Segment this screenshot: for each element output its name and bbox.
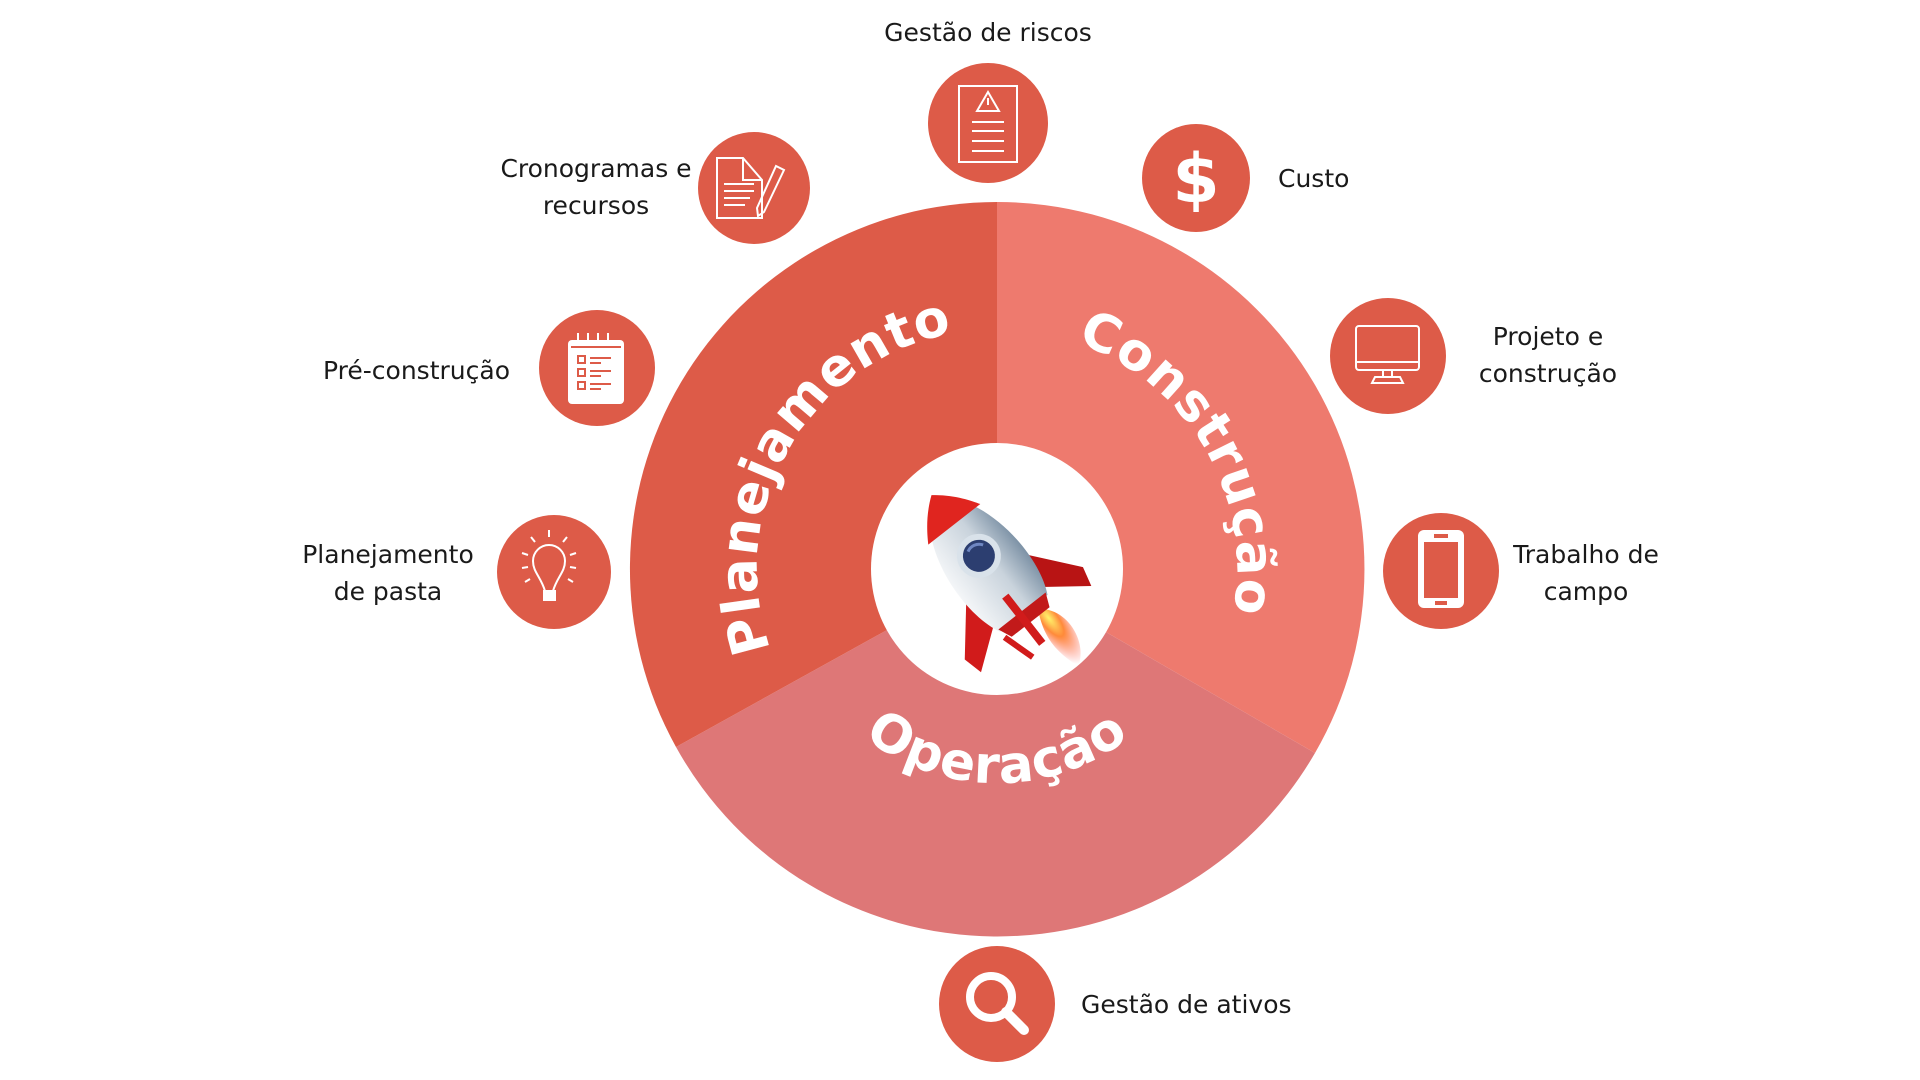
pre-construcao-label: Pré-construção [323, 356, 510, 385]
checklist-icon [568, 333, 624, 404]
risk-document-icon [958, 85, 1018, 163]
trabalho-campo-item[interactable]: Trabalho de campo [1383, 513, 1659, 629]
trabalho-campo-label-line1: Trabalho de [1512, 540, 1659, 569]
planejamento-pasta-label-line2: de pasta [334, 577, 443, 606]
custo-item[interactable]: $ Custo [1142, 124, 1349, 232]
monitor-icon [1355, 325, 1420, 384]
search-icon [966, 972, 1029, 1035]
gestao-ativos-label: Gestão de ativos [1081, 990, 1292, 1019]
gestao-ativos-item[interactable]: Gestão de ativos [939, 946, 1292, 1062]
segment-operacao [676, 569, 1315, 937]
custo-label: Custo [1278, 164, 1349, 193]
cronogramas-item[interactable]: Cronogramas e recursos [500, 132, 810, 244]
document-pencil-icon [716, 157, 786, 219]
trabalho-campo-label-line2: campo [1544, 577, 1629, 606]
smartphone-icon [1418, 530, 1464, 608]
planejamento-pasta-label-line1: Planejamento [302, 540, 474, 569]
planejamento-pasta-item[interactable]: Planejamento de pasta [302, 515, 611, 629]
pre-construcao-item[interactable]: Pré-construção [323, 310, 655, 426]
gestao-riscos-label: Gestão de riscos [884, 18, 1092, 47]
rocket-icon [927, 495, 1092, 673]
projeto-label-line2: construção [1479, 359, 1617, 388]
projeto-item[interactable]: Projeto e construção [1330, 298, 1617, 414]
cronogramas-label-line2: recursos [543, 191, 649, 220]
gestao-riscos-item[interactable]: Gestão de riscos [884, 18, 1092, 183]
projeto-label-line1: Projeto e [1493, 322, 1603, 351]
lightbulb-icon [521, 530, 577, 601]
dollar-icon: $ [1172, 140, 1219, 219]
cronogramas-label-line1: Cronogramas e [500, 154, 691, 183]
